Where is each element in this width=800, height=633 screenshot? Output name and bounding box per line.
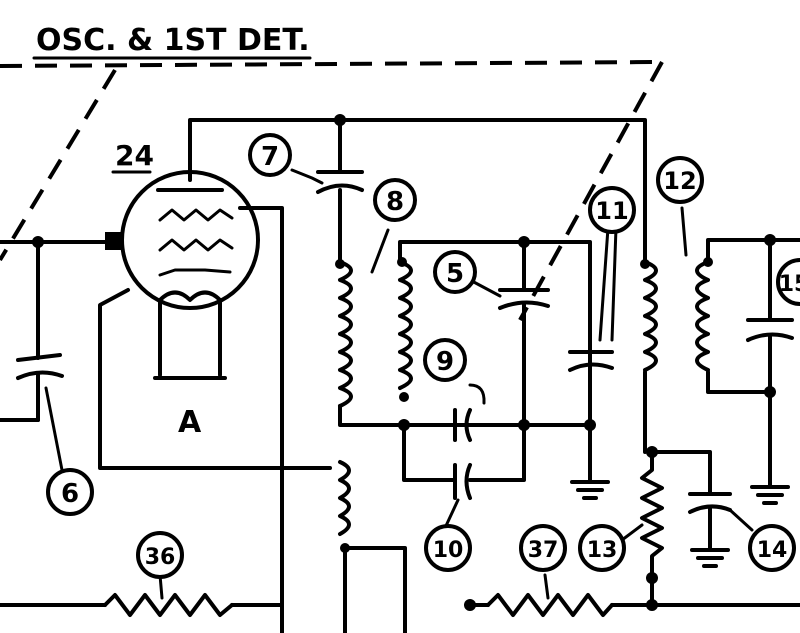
callout-6: 6 bbox=[44, 386, 94, 516]
svg-text:10: 10 bbox=[433, 538, 464, 563]
svg-text:7: 7 bbox=[261, 142, 279, 172]
tube-24: 24 A bbox=[105, 139, 260, 440]
bottom-bus bbox=[0, 573, 800, 617]
callout-36: 36 bbox=[136, 531, 184, 579]
tube-section-label: A bbox=[178, 405, 202, 440]
callout-11: 11 bbox=[588, 186, 636, 234]
svg-text:36: 36 bbox=[145, 545, 176, 570]
svg-text:14: 14 bbox=[757, 538, 788, 563]
section-title: OSC. & 1ST DET. bbox=[32, 23, 312, 60]
svg-text:37: 37 bbox=[528, 538, 559, 563]
coil-8-secondary bbox=[370, 228, 592, 422]
capacitor-7 bbox=[290, 168, 364, 194]
callout-12: 12 bbox=[656, 156, 704, 204]
callout-5: 5 bbox=[433, 250, 477, 294]
svg-text:8: 8 bbox=[386, 187, 404, 217]
callout-37: 37 bbox=[519, 524, 567, 572]
svg-text:11: 11 bbox=[595, 197, 628, 225]
svg-text:5: 5 bbox=[446, 259, 464, 289]
svg-text:6: 6 bbox=[61, 479, 79, 509]
feedback-coil bbox=[338, 460, 407, 633]
gang-linkage-dashed bbox=[0, 60, 664, 321]
capacitor-11 bbox=[568, 226, 618, 500]
coil-8-primary bbox=[335, 259, 592, 427]
capacitor-15 bbox=[746, 234, 794, 505]
capacitor-10 bbox=[402, 423, 526, 530]
capacitor-5 bbox=[468, 236, 550, 431]
callout-14: 14 bbox=[748, 524, 796, 572]
callout-15: 15 bbox=[776, 258, 800, 306]
svg-text:9: 9 bbox=[436, 347, 454, 377]
capacitor-14 bbox=[650, 450, 754, 568]
callout-10: 10 bbox=[424, 524, 472, 572]
tube-type-label: 24 bbox=[115, 139, 154, 172]
svg-text:12: 12 bbox=[663, 167, 696, 195]
top-plate-wire bbox=[188, 114, 647, 264]
callout-9: 9 bbox=[423, 338, 467, 382]
resistor-13 bbox=[620, 446, 664, 607]
coil-12-transformer bbox=[640, 206, 800, 454]
section-title-text: OSC. & 1ST DET. bbox=[36, 23, 310, 58]
callout-7: 7 bbox=[248, 133, 292, 177]
capacitor-9 bbox=[398, 383, 486, 442]
callout-8: 8 bbox=[373, 178, 417, 222]
callout-13: 13 bbox=[578, 524, 626, 572]
svg-text:13: 13 bbox=[587, 538, 618, 563]
svg-text:15: 15 bbox=[779, 272, 800, 297]
grid-wiring-left bbox=[0, 236, 124, 422]
cathode-wiring bbox=[98, 206, 332, 633]
